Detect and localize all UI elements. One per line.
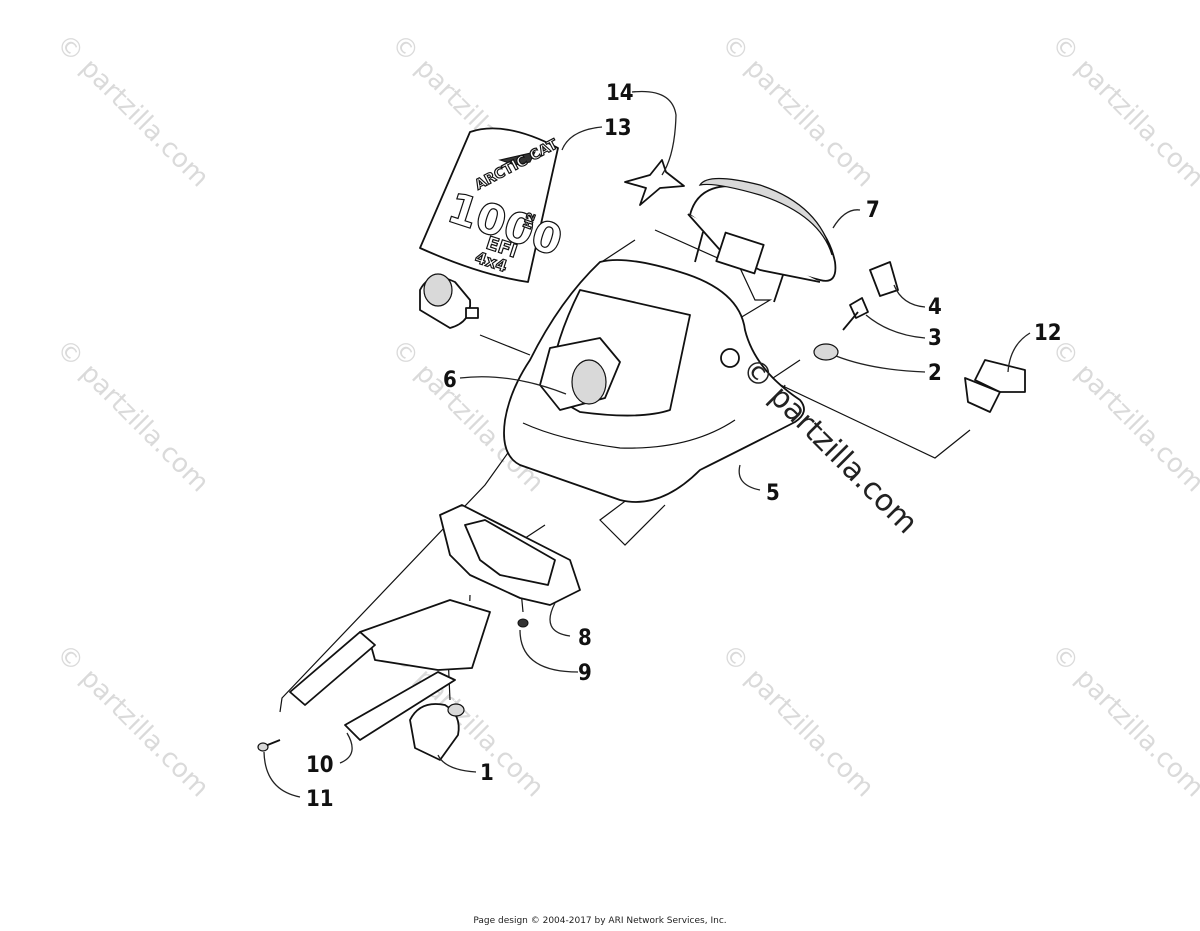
bezel-part-8 bbox=[439, 504, 581, 606]
callout-labels: 1 2 3 4 5 6 7 8 9 10 11 12 13 14 bbox=[306, 81, 1062, 812]
watermark: © partzilla.com bbox=[1045, 29, 1200, 194]
watermark: © partzilla.com bbox=[50, 334, 215, 499]
decal-suffix: H2 bbox=[521, 211, 539, 231]
callout-4: 4 bbox=[928, 295, 942, 320]
watermark: © partzilla.com bbox=[1045, 334, 1200, 499]
callout-3: 3 bbox=[928, 326, 942, 351]
callout-10: 10 bbox=[306, 753, 334, 778]
callout-9: 9 bbox=[578, 661, 592, 686]
clip-part-9 bbox=[517, 618, 529, 628]
callout-5: 5 bbox=[766, 481, 780, 506]
ignition-part-1 bbox=[409, 703, 465, 761]
decal-part-13: ARCTIC CAT 1000 H2 EFI 4x4 bbox=[419, 127, 569, 283]
watermark: © partzilla.com bbox=[1045, 639, 1200, 804]
bracket-part-10 bbox=[289, 599, 491, 741]
partzilla-mark: © partzilla.com bbox=[734, 351, 924, 541]
watermark: © partzilla.com bbox=[715, 29, 880, 194]
nut-part-2 bbox=[813, 343, 839, 361]
watermark: © partzilla.com bbox=[50, 29, 215, 194]
footer-copyright: Page design © 2004-2017 by ARI Network S… bbox=[473, 916, 727, 926]
leader-lines bbox=[263, 90, 1031, 798]
callout-2: 2 bbox=[928, 361, 942, 386]
callout-14: 14 bbox=[606, 81, 634, 106]
callout-8: 8 bbox=[578, 626, 592, 651]
callout-12: 12 bbox=[1034, 321, 1062, 346]
callout-6: 6 bbox=[443, 368, 457, 393]
switch-part-12 bbox=[964, 359, 1026, 413]
emblem-part-14 bbox=[624, 159, 685, 206]
rivet-part-11 bbox=[257, 739, 281, 752]
watermark: © partzilla.com bbox=[50, 639, 215, 804]
callout-11: 11 bbox=[306, 787, 334, 812]
callout-13: 13 bbox=[604, 116, 632, 141]
gauge-part-7 bbox=[687, 177, 837, 303]
key-part-3 bbox=[842, 297, 869, 331]
callout-1: 1 bbox=[480, 761, 494, 786]
callout-7: 7 bbox=[866, 198, 880, 223]
knob-part-4 bbox=[869, 261, 899, 297]
watermark: © partzilla.com bbox=[715, 639, 880, 804]
